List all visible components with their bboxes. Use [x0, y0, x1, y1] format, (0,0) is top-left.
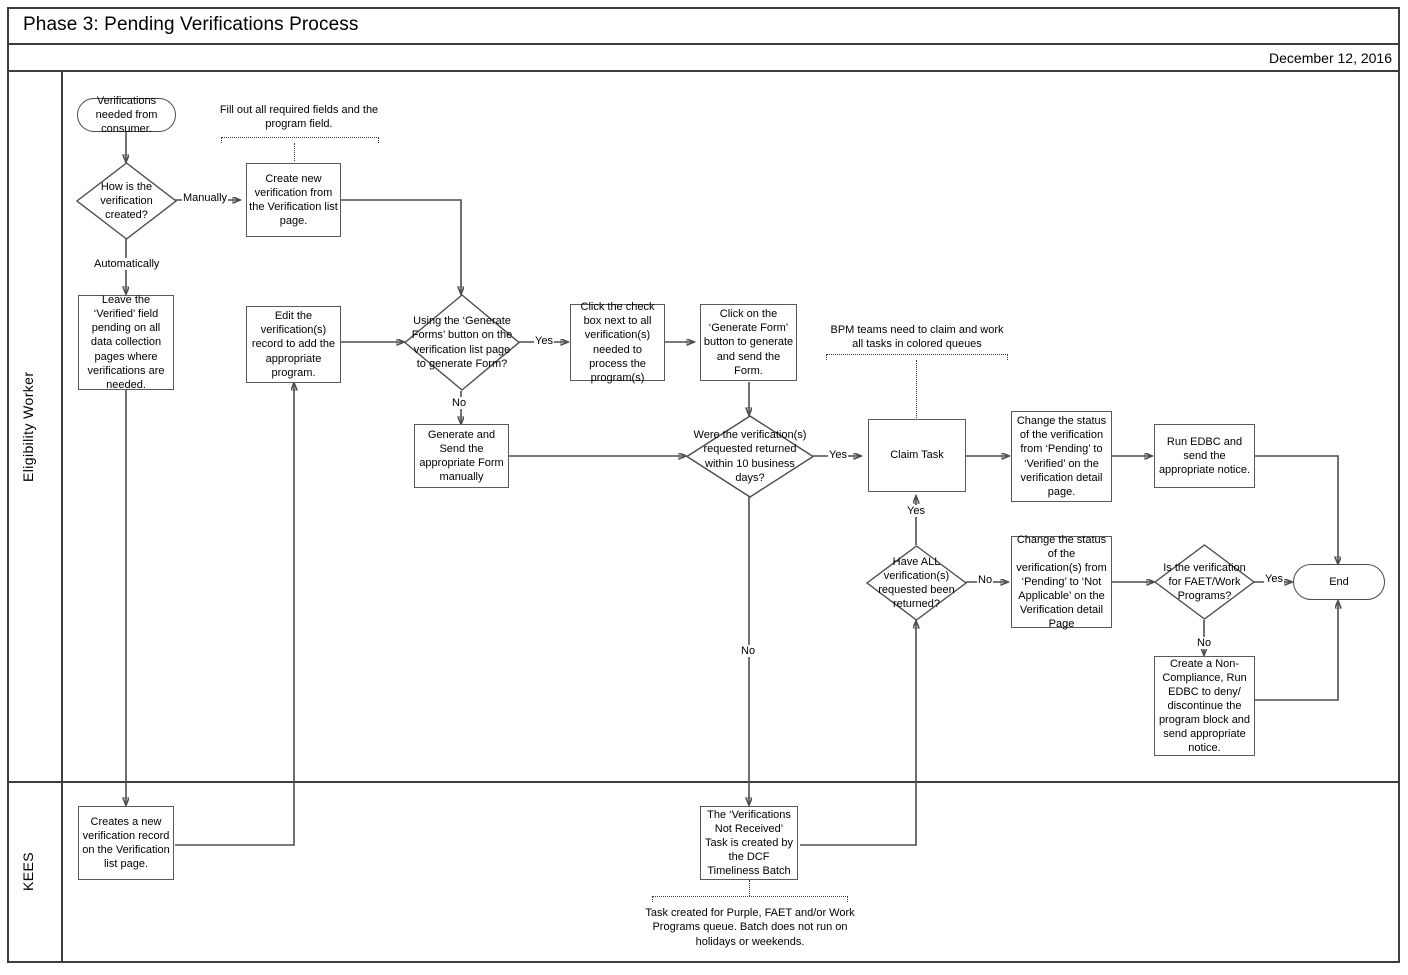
node-how-verification-created[interactable]: How is the verification created? — [76, 162, 177, 240]
node-create-new-verification[interactable]: Create new verification from the Verific… — [246, 163, 341, 237]
annotation-fill-out-fields-bracket — [221, 137, 379, 143]
lane-label-column — [7, 72, 63, 963]
node-using-generate-forms-label: Using the ‘Generate Forms’ button on the… — [411, 315, 513, 370]
node-change-status-not-applicable-label: Change the status of the verification(s)… — [1016, 533, 1107, 631]
node-have-all-returned-label: Have ALL verification(s) requested been … — [878, 555, 955, 611]
title-row: Phase 3: Pending Verifications Process — [7, 7, 1400, 45]
node-using-generate-forms[interactable]: Using the ‘Generate Forms’ button on the… — [404, 294, 520, 391]
node-create-new-verification-label: Create new verification from the Verific… — [249, 172, 338, 228]
edge-label-have-all-no: No — [977, 574, 994, 586]
annotation-task-queues-text: Task created for Purple, FAET and/or Wor… — [645, 907, 855, 948]
node-end[interactable]: End — [1293, 564, 1385, 600]
node-returned-within-10-days[interactable]: Were the verification(s) requested retur… — [686, 415, 814, 498]
edge-label-faet-no: No — [1196, 637, 1213, 649]
node-end-label: End — [1329, 575, 1349, 588]
node-how-verification-created-label: How is the verification created? — [100, 180, 153, 222]
node-kees-not-received-task[interactable]: The ‘Verifications Not Received’ Task is… — [700, 806, 798, 880]
edge-label-have-all-yes: Yes — [906, 505, 926, 517]
node-generate-send-manually[interactable]: Generate and Send the appropriate Form m… — [414, 424, 509, 488]
annotation-bpm-teams: BPM teams need to claim and work all tas… — [826, 323, 1008, 352]
node-leave-verified-pending-label: Leave the ‘Verified’ field pending on al… — [87, 294, 165, 391]
annotation-fill-out-fields-text: Fill out all required fields and the pro… — [219, 104, 379, 131]
node-edit-verification-record-label: Edit the verification(s) record to add t… — [251, 310, 336, 379]
edge-label-automatically: Automatically — [93, 258, 161, 270]
lane-label-eligibility-worker: Eligibility Worker — [20, 371, 36, 482]
node-faet-work-programs[interactable]: Is the verification for FAET/Work Progra… — [1154, 544, 1255, 620]
annotation-bpm-teams-text: BPM teams need to claim and work all tas… — [830, 324, 1004, 351]
node-start-label: Verifications needed from consumer. — [95, 94, 158, 136]
edge-label-generate-forms-yes: Yes — [534, 335, 554, 347]
annotation-bpm-teams-stem — [916, 360, 917, 418]
node-change-status-not-applicable[interactable]: Change the status of the verification(s)… — [1011, 534, 1112, 630]
node-claim-task[interactable]: Claim Task — [868, 419, 966, 492]
node-kees-not-received-task-label: The ‘Verifications Not Received’ Task is… — [704, 808, 794, 878]
node-click-generate-form-label: Click on the ‘Generate Form’ button to g… — [703, 308, 794, 377]
node-create-non-compliance[interactable]: Create a Non-Compliance, Run EDBC to den… — [1154, 656, 1255, 756]
node-change-status-verified[interactable]: Change the status of the verification fr… — [1011, 411, 1112, 502]
edge-label-faet-yes: Yes — [1264, 573, 1284, 585]
node-create-non-compliance-label: Create a Non-Compliance, Run EDBC to den… — [1158, 657, 1251, 755]
decision-diamond-shape — [404, 294, 520, 391]
edge-label-generate-forms-no: No — [451, 397, 468, 409]
node-click-generate-form[interactable]: Click on the ‘Generate Form’ button to g… — [700, 304, 797, 381]
node-edit-verification-record[interactable]: Edit the verification(s) record to add t… — [246, 306, 341, 383]
annotation-fill-out-fields-stem — [294, 143, 295, 161]
node-start[interactable]: Verifications needed from consumer. — [77, 95, 176, 135]
decision-diamond-shape — [686, 415, 814, 498]
node-returned-within-10-days-label: Were the verification(s) requested retur… — [693, 429, 807, 484]
node-kees-creates-record-label: Creates a new verification record on the… — [82, 815, 170, 871]
node-click-check-box-label: Click the check box next to all verifica… — [580, 301, 655, 384]
annotation-task-queues: Task created for Purple, FAET and/or Wor… — [642, 906, 858, 949]
annotation-bpm-teams-bracket — [826, 354, 1008, 360]
annotation-fill-out-fields: Fill out all required fields and the pro… — [218, 103, 380, 132]
node-claim-task-label: Claim Task — [890, 449, 944, 462]
node-have-all-returned[interactable]: Have ALL verification(s) requested been … — [866, 545, 967, 621]
node-kees-creates-record[interactable]: Creates a new verification record on the… — [78, 806, 174, 880]
node-run-edbc-notice-label: Run EDBC and send the appropriate notice… — [1158, 435, 1251, 477]
edge-label-returned-yes: Yes — [828, 449, 848, 461]
decision-diamond-shape — [1154, 544, 1255, 620]
diagram-date: December 12, 2016 — [1269, 49, 1392, 66]
edge-label-manually: Manually — [182, 192, 229, 204]
annotation-task-queues-bracket — [652, 896, 848, 902]
edge-label-returned-no: No — [740, 645, 757, 657]
date-row: December 12, 2016 — [7, 45, 1400, 72]
page-title: Phase 3: Pending Verifications Process — [23, 14, 359, 35]
node-generate-send-manually-label: Generate and Send the appropriate Form m… — [419, 428, 504, 484]
node-change-status-verified-label: Change the status of the verification fr… — [1016, 415, 1107, 498]
annotation-task-queues-stem — [749, 880, 750, 896]
node-faet-work-programs-label: Is the verification for FAET/Work Progra… — [1163, 561, 1246, 603]
node-click-check-box[interactable]: Click the check box next to all verifica… — [570, 301, 665, 384]
lane-label-kees: KEES — [20, 852, 36, 892]
node-leave-verified-pending[interactable]: Leave the ‘Verified’ field pending on al… — [78, 294, 174, 391]
node-run-edbc-notice[interactable]: Run EDBC and send the appropriate notice… — [1154, 424, 1255, 488]
lane-divider — [7, 781, 1400, 783]
